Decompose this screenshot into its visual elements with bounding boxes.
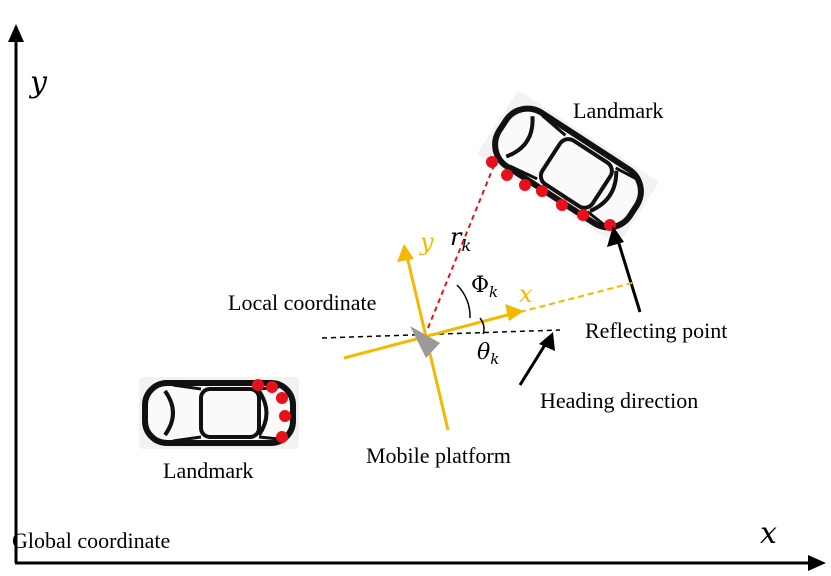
heading-direction-arrowhead <box>539 332 555 351</box>
local-coordinate-label: Local coordinate <box>228 290 376 315</box>
global-y-label: y <box>28 65 48 100</box>
car-icon <box>478 91 658 245</box>
reflecting-point-label: Reflecting point <box>585 318 727 343</box>
reflect-point <box>556 199 568 211</box>
reflect-point <box>252 379 264 391</box>
landmark-car-top <box>478 91 658 245</box>
range-label: rk <box>450 223 471 255</box>
y-axis-arrowhead <box>8 24 24 42</box>
x-axis-arrowhead <box>808 555 826 571</box>
theta-label: θk <box>477 340 499 368</box>
heading-direction-arrow <box>518 339 550 386</box>
landmark-top-label: Landmark <box>573 98 663 123</box>
local-y-arrowhead <box>397 244 414 262</box>
reflect-point <box>577 209 589 221</box>
reflect-points-bottom <box>252 379 291 443</box>
reflect-point <box>279 410 291 422</box>
reflect-point <box>486 156 498 168</box>
reflect-point <box>276 392 288 404</box>
triangle-icon <box>410 326 440 358</box>
reflecting-point-arrowhead <box>607 226 624 247</box>
reflect-point <box>519 179 531 191</box>
mobile-platform-label: Mobile platform <box>366 443 511 468</box>
reflect-point <box>536 185 548 197</box>
reflect-point <box>266 381 278 393</box>
phi-angle-arc <box>456 284 471 319</box>
local-x-label: x <box>519 280 533 308</box>
car-icon <box>139 377 299 449</box>
global-axes <box>8 24 826 571</box>
global-x-label: x <box>760 516 777 551</box>
heading-direction-label: Heading direction <box>540 388 698 413</box>
local-x-axis <box>343 311 516 360</box>
local-y-label: y <box>419 228 434 256</box>
local-x-extension <box>519 281 637 313</box>
theta-angle-arc <box>479 317 485 335</box>
local-x-arrowhead <box>505 304 524 321</box>
reflect-point <box>501 169 513 181</box>
reflecting-point-arrow <box>614 233 642 313</box>
landmark-car-bottom <box>139 377 299 449</box>
range-line <box>427 162 496 329</box>
phi-label: Φk <box>471 273 498 301</box>
reflect-points-top <box>486 156 616 231</box>
reflect-point <box>276 431 288 443</box>
global-coordinate-label: Global coordinate <box>12 528 170 553</box>
landmark-bottom-label: Landmark <box>163 458 253 483</box>
